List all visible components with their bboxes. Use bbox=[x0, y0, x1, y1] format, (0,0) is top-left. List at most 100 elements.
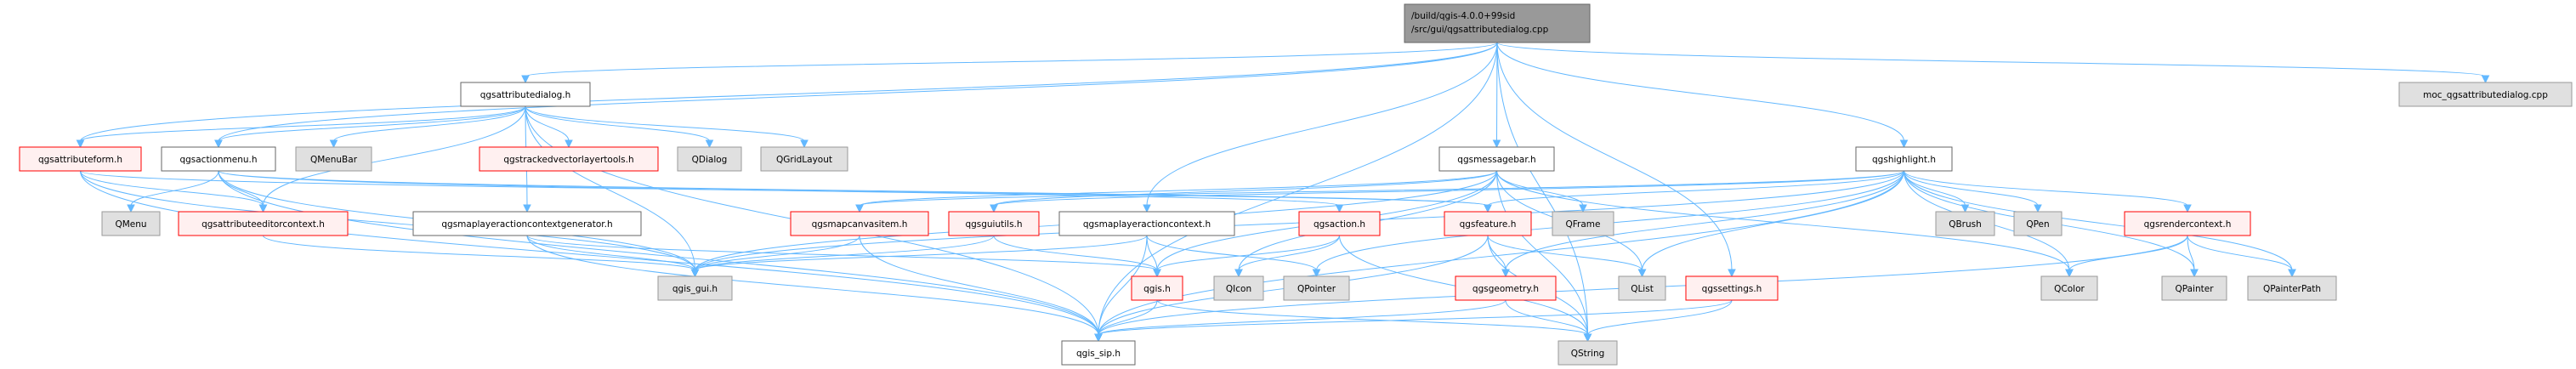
edge-guiutils_h-to-qgis_gui_h bbox=[695, 235, 995, 271]
arrowhead-icon bbox=[1143, 204, 1151, 213]
node-label: qgsattributedialog.h bbox=[480, 90, 571, 100]
node-box bbox=[295, 146, 372, 172]
node-messagebar-h[interactable]: qgsmessagebar.h bbox=[1438, 146, 1555, 172]
node-box bbox=[657, 275, 733, 301]
arrowhead-icon bbox=[2034, 204, 2042, 213]
edge-attributedialog_h-to-qgis_gui_h bbox=[525, 105, 695, 271]
node-label: qgsmaplayeractioncontextgenerator.h bbox=[441, 219, 612, 230]
node-label: qgsfeature.h bbox=[1460, 219, 1517, 230]
node-box bbox=[1438, 146, 1555, 172]
node-attributeform-h[interactable]: qgsattributeform.h bbox=[19, 146, 142, 172]
arrowhead-icon bbox=[990, 204, 998, 213]
arrowhead-icon bbox=[800, 139, 809, 149]
edge-root-to-maplayeractioncontext_h bbox=[1146, 42, 1498, 207]
arrowhead-icon bbox=[521, 75, 530, 84]
edge-actionmenu_h-to-qgis_sip_h bbox=[218, 170, 1099, 336]
edge-qgis_h-to-QString bbox=[1156, 299, 1588, 336]
edge-messagebar_h-to-QString bbox=[1496, 170, 1588, 336]
node-settings-h[interactable]: qgssettings.h bbox=[1685, 275, 1779, 301]
node-attributedialog-h[interactable]: qgsattributedialog.h bbox=[460, 82, 591, 107]
node-label: QPainter bbox=[2175, 284, 2214, 294]
edge-rendercontext_h-to-QColor bbox=[2068, 235, 2188, 271]
node-label: QDialog bbox=[692, 155, 728, 165]
edge-highlight_h-to-guiutils_h bbox=[993, 170, 1904, 207]
node-box bbox=[1404, 3, 1591, 43]
edge-geometry_h-to-qgis_sip_h bbox=[1098, 299, 1506, 336]
node-highlight-h[interactable]: qgshighlight.h bbox=[1855, 146, 1953, 172]
arrowhead-icon bbox=[2190, 269, 2199, 278]
edge-highlight_h-to-geometry_h bbox=[1505, 170, 1904, 271]
node-maplayeractioncontext-h[interactable]: qgsmaplayeractioncontext.h bbox=[1058, 211, 1235, 236]
node-attributeeditorcontext-h[interactable]: qgsattributeeditorcontext.h bbox=[178, 211, 349, 236]
node-box bbox=[1444, 211, 1532, 236]
node-action-h[interactable]: qgsaction.h bbox=[1298, 211, 1381, 236]
node-box bbox=[1855, 146, 1953, 172]
node-rendercontext-h[interactable]: qgsrendercontext.h bbox=[2124, 211, 2251, 236]
node-box bbox=[2124, 211, 2251, 236]
edge-messagebar_h-to-guiutils_h bbox=[993, 170, 1497, 207]
arrowhead-icon bbox=[1637, 269, 1647, 278]
node-label: QFrame bbox=[1566, 219, 1601, 230]
node-QIcon: QIcon bbox=[1213, 275, 1264, 301]
node-root: /build/qgis-4.0.0+99sid/src/gui/qgsattri… bbox=[1404, 3, 1591, 43]
node-QGridLayout: QGridLayout bbox=[760, 146, 848, 172]
node-label: qgsmapcanvasitem.h bbox=[812, 219, 908, 230]
node-box bbox=[790, 211, 929, 236]
arrowhead-icon bbox=[523, 204, 531, 213]
node-box bbox=[1298, 211, 1381, 236]
edge-maplayeractioncontext_h-to-qgis_gui_h bbox=[695, 235, 1148, 271]
edge-attributedialog_h-to-actionmenu_h bbox=[218, 105, 526, 142]
arrowhead-icon bbox=[214, 139, 223, 149]
node-QPointer: QPointer bbox=[1283, 275, 1350, 301]
edge-action_h-to-QIcon bbox=[1238, 235, 1340, 271]
node-QBrush: QBrush bbox=[1935, 211, 1995, 236]
node-box bbox=[19, 146, 142, 172]
edge-highlight_h-to-QList bbox=[1642, 170, 1904, 271]
node-mapcanvasitem-h[interactable]: qgsmapcanvasitem.h bbox=[790, 211, 929, 236]
edge-qgis_h-to-qgis_sip_h bbox=[1098, 299, 1158, 336]
edge-attributedialog_h-to-QDialog bbox=[525, 105, 710, 142]
edge-feature_h-to-geometry_h bbox=[1487, 235, 1506, 271]
node-label: qgsactionmenu.h bbox=[179, 155, 257, 165]
node-label: qgis_gui.h bbox=[672, 284, 718, 294]
edge-rendercontext_h-to-QPainterPath bbox=[2187, 235, 2293, 271]
node-QColor: QColor bbox=[2040, 275, 2098, 301]
node-actionmenu-h[interactable]: qgsactionmenu.h bbox=[161, 146, 276, 172]
arrowhead-icon bbox=[1899, 139, 1909, 149]
node-feature-h[interactable]: qgsfeature.h bbox=[1444, 211, 1532, 236]
arrowhead-icon bbox=[1579, 204, 1587, 213]
node-box bbox=[1213, 275, 1264, 301]
node-label: qgsattributeeditorcontext.h bbox=[201, 219, 325, 230]
arrowhead-icon bbox=[127, 204, 135, 213]
node-maplayeractioncontextgenerator-h[interactable]: qgsmaplayeractioncontextgenerator.h bbox=[412, 211, 642, 236]
arrowhead-icon bbox=[1094, 333, 1103, 343]
arrowhead-icon bbox=[1492, 139, 1501, 149]
arrowhead-icon bbox=[565, 139, 573, 149]
node-label: QPainterPath bbox=[2263, 284, 2321, 294]
arrowhead-icon bbox=[1484, 204, 1492, 213]
node-qgis-sip-h[interactable]: qgis_sip.h bbox=[1061, 340, 1136, 366]
node-box bbox=[1061, 340, 1136, 366]
arrowhead-icon bbox=[2481, 75, 2490, 84]
edge-maplayeractioncontext_h-to-QPointer bbox=[1146, 235, 1317, 271]
arrowhead-icon bbox=[1728, 269, 1736, 278]
edge-root-to-attributedialog_h bbox=[525, 42, 1498, 77]
edge-root-to-moc bbox=[1496, 42, 2486, 77]
edge-messagebar_h-to-QColor bbox=[1496, 170, 2070, 271]
node-QPainter: QPainter bbox=[2161, 275, 2227, 301]
node-geometry-h[interactable]: qgsgeometry.h bbox=[1455, 275, 1557, 301]
node-label: qgsmessagebar.h bbox=[1457, 155, 1535, 165]
node-box bbox=[1552, 211, 1614, 236]
edge-attributeform_h-to-qgis_gui_h bbox=[80, 170, 695, 271]
node-box bbox=[2398, 82, 2573, 107]
edge-attributedialog_h-to-attributeform_h bbox=[80, 105, 526, 142]
edge-attributedialog_h-to-trackedvectorlayertools_h bbox=[525, 105, 570, 142]
edge-mapcanvasitem_h-to-qgis_sip_h bbox=[859, 235, 1099, 336]
node-trackedvectorlayertools-h[interactable]: qgstrackedvectorlayertools.h bbox=[479, 146, 659, 172]
arrowhead-icon bbox=[2065, 269, 2074, 278]
node-guiutils-h[interactable]: qgsguiutils.h bbox=[948, 211, 1040, 236]
node-box bbox=[2247, 275, 2337, 301]
node-label: qgsattributeform.h bbox=[38, 155, 122, 165]
node-box bbox=[460, 82, 591, 107]
node-qgis-h[interactable]: qgis.h bbox=[1131, 275, 1183, 301]
